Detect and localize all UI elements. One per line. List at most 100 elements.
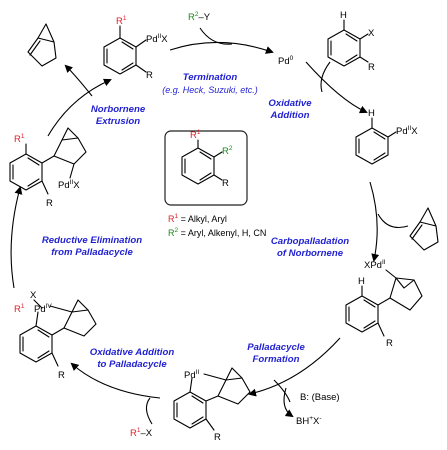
palladacycle-r-label: R [214, 432, 221, 443]
re-pd-x: X [73, 180, 80, 191]
pdiv-r-label: R [58, 370, 65, 381]
step-oa-palladacycle-line1: Oxidative Addition [90, 347, 175, 358]
arrow-termination [169, 41, 274, 54]
arrow-bhx-output [283, 387, 294, 418]
arrow-arx-input [320, 61, 331, 93]
arrow-norbornene-extrusion [47, 78, 112, 137]
top-r1-label: R1 [116, 15, 127, 27]
reagent-r1x: R1–X [130, 427, 153, 439]
step-termination-note: (e.g. Heck, Suzuki, etc.) [162, 85, 258, 95]
norbornene-reactant [409, 207, 439, 251]
re-r1-text: R [14, 134, 21, 145]
pdiv-x-label: X [30, 290, 37, 301]
top-pd-sup: II [158, 33, 162, 40]
bhx-sup2: - [319, 415, 321, 422]
arrow-r1x-input [145, 397, 153, 425]
legend-r1-sup: 1 [175, 213, 179, 220]
legend-r2-text: = Aryl, Alkenyl, H, CN [178, 228, 266, 238]
re-r1-label: R1 [14, 133, 25, 145]
r2y-y: –Y [199, 12, 211, 23]
top-pdx-label: PdIIX [146, 33, 168, 45]
step-reductive-elimination-line2: from Palladacycle [51, 247, 133, 258]
legend-r1-symbol: R [168, 214, 175, 224]
r2y-sup: 2 [195, 11, 199, 18]
legend-r2-struct-label: R2 [222, 145, 233, 157]
arrow-reductive-elimination [10, 186, 23, 289]
palladacycle-pd-sup: II [196, 369, 200, 376]
arrow-carbopalladation [369, 181, 380, 262]
step-norbornene-extrusion-line1: Norbornene [91, 104, 146, 115]
step-oxidative-addition-line2: Addition [270, 110, 310, 121]
legend-struct-r2-sup: 2 [229, 145, 233, 152]
arx-h-label: H [340, 10, 347, 21]
structure-aryl-halide [327, 19, 369, 67]
bhx-x: X [313, 416, 320, 427]
arpdx-x: X [411, 126, 418, 137]
top-pd-x: X [161, 34, 168, 45]
re-r-label: R [46, 198, 53, 209]
carbo-xpd-text: XPd [364, 260, 382, 271]
pdiv-r1-text: R [14, 304, 21, 315]
arx-r-label: R [368, 62, 375, 73]
arrow-palladacycle-formation [248, 337, 341, 397]
pd0-label: Pd0 [278, 55, 294, 67]
carbo-r-label: R [386, 338, 393, 349]
arrow-norbornene-output [64, 64, 93, 97]
product-legend-box [164, 130, 248, 206]
step-termination: Termination [183, 72, 238, 83]
legend-r-struct-label: R [222, 178, 229, 189]
carbo-xpd-sup: II [382, 259, 386, 266]
pdiv-pd-sup: IV [46, 303, 53, 310]
arx-x-label: X [368, 28, 375, 39]
step-oxidative-addition-line1: Oxidative [268, 98, 312, 109]
top-r-label: R [146, 70, 153, 81]
re-pdx-label: PdIIX [58, 179, 80, 191]
arpdx-pd-text: Pd [396, 126, 408, 137]
arpdx-pd-sup: II [408, 125, 412, 132]
legend-r1-text: = Alkyl, Aryl [178, 214, 227, 224]
norbornene-released [27, 23, 57, 67]
palladacycle-pd-text: Pd [184, 370, 196, 381]
pdiv-r1-label: R1 [14, 303, 25, 315]
pd0-text: Pd [278, 56, 290, 67]
step-palladacycle-formation-line1: Palladacycle [247, 342, 305, 353]
palladacycle-pd-label: PdII [184, 369, 199, 381]
pdiv-r1-sup: 1 [21, 303, 25, 310]
pdiv-pd-text: Pd [34, 304, 46, 315]
r1x-x: –X [141, 428, 153, 439]
top-r1-sup: 1 [123, 15, 127, 22]
legend-r1-label: R1 [190, 129, 201, 141]
bhx-text: BH [296, 416, 309, 427]
structure-carbopalladation-product [345, 269, 423, 337]
cycle-arrows [10, 27, 409, 425]
structure-reductive-elimination-product [9, 127, 87, 195]
bhx-sup: + [309, 415, 313, 422]
step-carbopalladation-line2: of Norbornene [277, 248, 344, 259]
step-norbornene-extrusion-line2: Extrusion [96, 116, 140, 127]
legend-r2-symbol: R [168, 228, 175, 238]
top-r1-text: R [116, 16, 123, 27]
step-reductive-elimination-line1: Reductive Elimination [42, 235, 142, 246]
re-r1-sup: 1 [21, 133, 25, 140]
pd0-sup: 0 [290, 55, 294, 62]
step-palladacycle-formation-line2: Formation [253, 354, 300, 365]
bhx-label: BH+X- [296, 415, 322, 427]
re-pd-sup: II [70, 179, 74, 186]
carbo-xpd-label: XPdII [364, 259, 386, 271]
arrow-oxidative-addition [305, 61, 368, 114]
arrow-base [273, 379, 291, 403]
r2y-r: R [188, 12, 195, 23]
r1x-r: R [130, 428, 137, 439]
legend-r2-definition: R2 = Aryl, Alkenyl, H, CN [168, 227, 266, 238]
top-pd-text: Pd [146, 34, 158, 45]
arrow-r2y-input [199, 27, 233, 45]
arpdx-h-label: H [368, 108, 375, 119]
reagent-r2y: R2–Y [188, 11, 211, 23]
structure-palladacycle [173, 367, 251, 431]
pdiv-pd-label: PdIV [34, 303, 52, 315]
structure-aryl-pd-r1 [103, 25, 147, 75]
re-pd-text: Pd [58, 180, 70, 191]
